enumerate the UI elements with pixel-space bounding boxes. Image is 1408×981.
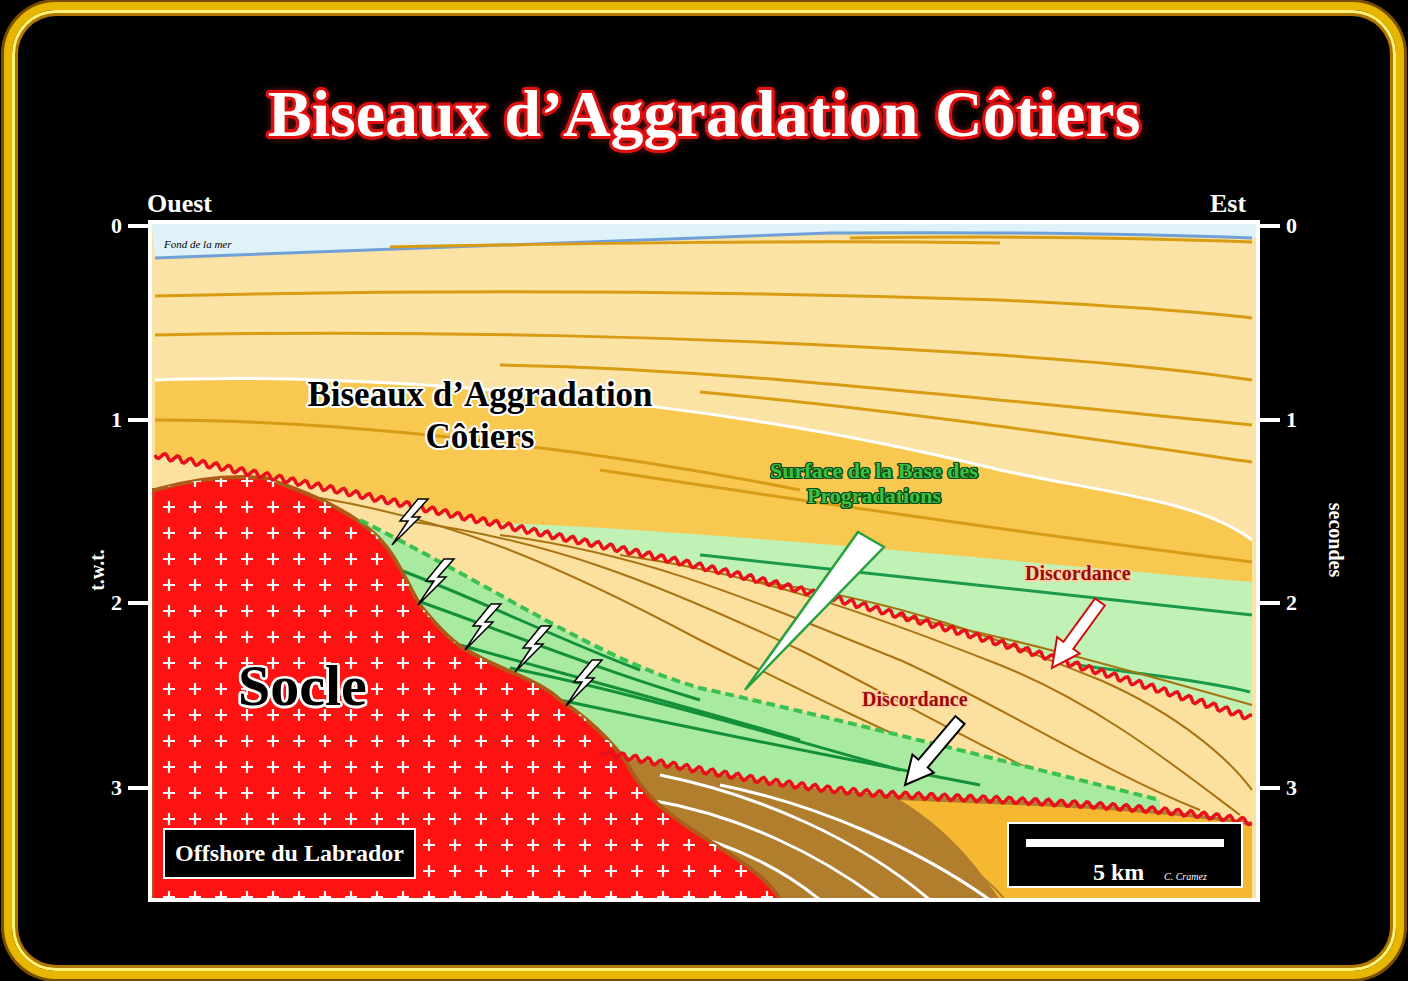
scale-length: 5 km (1093, 859, 1144, 886)
axis-ticks (128, 418, 150, 422)
axis-ticks (1258, 224, 1280, 228)
discordance-arrow (905, 716, 965, 785)
strata (155, 233, 1252, 258)
scale-box: 5 km C. Cramez (1007, 822, 1243, 888)
axis-ticks (1258, 418, 1280, 422)
basement-label: Socle (238, 652, 367, 719)
axis-ticks (128, 786, 150, 790)
axis-ticks (1258, 786, 1280, 790)
strata (152, 477, 780, 898)
strata (152, 224, 1256, 258)
scale-bar (1026, 839, 1224, 847)
green-pointer (745, 532, 884, 690)
feature-label: Biseaux d’Aggradation Côtiers (250, 374, 710, 458)
title: Biseaux d’Aggradation Côtiers (0, 76, 1408, 152)
lightning-arrows (515, 626, 551, 672)
lightning-arrows (566, 660, 602, 706)
axis-number: 2 (96, 590, 122, 616)
lightning-arrows (465, 604, 501, 650)
strata (155, 292, 1252, 318)
discordance-label: Discordance (862, 688, 968, 711)
axis-number: 3 (1286, 775, 1312, 801)
seafloor-label: Fond de la mer (164, 238, 232, 250)
lightning-arrows (392, 499, 602, 706)
axis-number: 2 (1286, 590, 1312, 616)
strata (850, 237, 1252, 242)
strata (152, 477, 780, 898)
strata (152, 224, 1256, 898)
discordance-label: Discordance (1025, 562, 1131, 585)
axis-ticks (128, 601, 150, 605)
lightning-arrows (392, 499, 428, 545)
strata (360, 520, 1160, 800)
strata (155, 454, 1252, 719)
axis-number: 0 (96, 213, 122, 239)
axis-number: 1 (1286, 407, 1312, 433)
lightning-arrows (418, 559, 454, 605)
axis-ticks (1258, 601, 1280, 605)
discordance-arrow (1052, 599, 1105, 669)
direction-label: Ouest (147, 189, 212, 219)
axis-number: 0 (1286, 213, 1312, 239)
axis-number: 3 (96, 775, 122, 801)
axis-title: secondes (1324, 503, 1347, 577)
author-credit: C. Cramez (1164, 871, 1207, 882)
location-name: Offshore du Labrador (175, 840, 404, 867)
axis-number: 1 (96, 407, 122, 433)
strata (390, 242, 1000, 247)
location-box: Offshore du Labrador (163, 828, 416, 879)
direction-label: Est (1210, 189, 1246, 219)
axis-title: t.w.t. (86, 549, 109, 591)
surface-label: Surface de la Base des Progradations (765, 458, 983, 509)
axis-ticks (128, 224, 150, 228)
plot-border (150, 222, 1258, 900)
strata (900, 820, 1005, 898)
